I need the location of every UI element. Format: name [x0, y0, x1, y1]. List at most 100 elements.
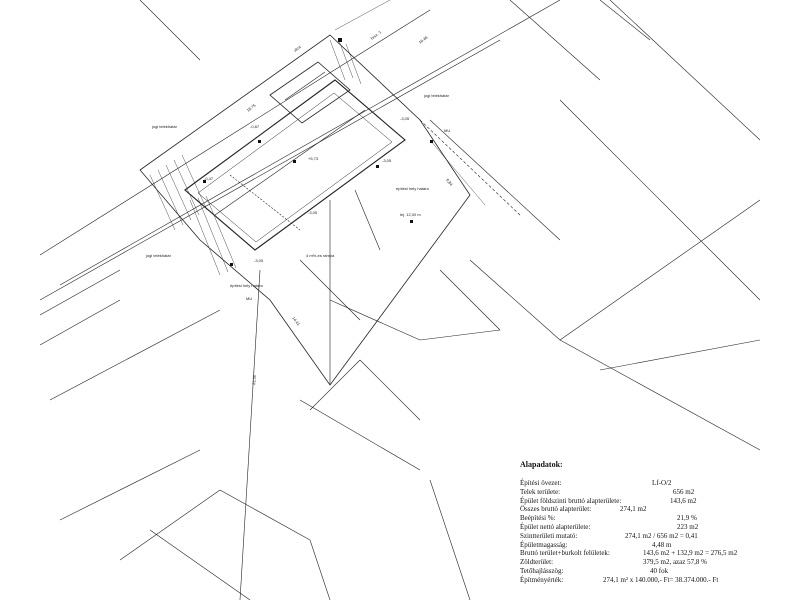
plot-line-14 [149, 529, 251, 600]
marker [230, 263, 233, 266]
plot-line-12 [419, 329, 501, 341]
data-row: Épületmagasság: 4,48 m [520, 541, 795, 550]
base-data-table: Alapadatok: Építési övezet: Lf-O/2 Telek … [520, 460, 795, 585]
mu-label-2: MU [246, 296, 252, 301]
plot-line-19 [299, 399, 421, 471]
data-row: Telek területe:656 m2 [520, 488, 795, 497]
plot-line-18 [59, 449, 201, 521]
data-label: Zöldterület: [520, 558, 554, 567]
building-footprint [184, 79, 406, 251]
plot-boundary [139, 34, 471, 386]
data-value: 143,6 m2 + 132,9 m2 = 276,5 m2 [643, 549, 738, 558]
data-value: Lf-O/2 [652, 479, 672, 487]
mu-label: MU [444, 128, 450, 133]
data-value: 379,5 m2, azaz 57,8 % [643, 558, 707, 567]
hrsz-label: hrsz. 1 [370, 29, 383, 41]
street-label: utca [293, 44, 303, 53]
data-label: Építési övezet: [520, 479, 562, 487]
data-row: Tetőhajlásszög: 40 fok [520, 567, 795, 576]
marker [338, 38, 342, 42]
distance-note: lej. 12,00 m [400, 212, 421, 217]
data-row: Szintterületi mutató: 274,1 m2 / 656 m2 =… [520, 532, 795, 541]
radial-line-4 [354, 189, 381, 251]
plot-line-15 [119, 489, 221, 561]
dimension-main-label: 18,75 [246, 102, 258, 113]
data-label: Bruttó terület+burkolt felületek: [520, 549, 610, 558]
marker [203, 180, 206, 183]
street-line-3 [39, 39, 501, 301]
data-row: Bruttó terület+burkolt felületek: 143,6 m… [520, 549, 795, 558]
data-value: 40 fok [650, 566, 669, 575]
marker [293, 160, 296, 163]
data-row: Építési övezet: Lf-O/2 [520, 479, 795, 488]
hatch-line [149, 174, 176, 231]
garage-line [284, 71, 326, 101]
hatch-line [165, 164, 192, 221]
data-label: Épület földszinti bruttó alapterülete: [520, 496, 622, 505]
data-label: Épületmagasság: [520, 540, 568, 549]
data-row: Épület nettó alapterülete: 223 m2 [520, 523, 795, 532]
street-line-4 [39, 269, 121, 316]
hatch-line [337, 37, 354, 79]
base-data-title: Alapadatok: [520, 460, 563, 469]
plot-line-5 [559, 99, 761, 301]
plot-line-1 [139, 0, 201, 61]
hatch-line [157, 169, 184, 226]
street-line-1 [39, 9, 431, 256]
dimension-line-right [429, 139, 486, 206]
data-value: 223 m2 [677, 522, 699, 531]
street-line-6 [49, 309, 221, 401]
data-label: Beépítési %: [520, 514, 556, 523]
building-line-note-2: építési hely határa [230, 283, 263, 288]
level-label-3: +5,73 [308, 156, 319, 161]
garage-block [269, 61, 351, 124]
marker [430, 140, 433, 143]
ramp-note: 4 m%-es rámpa [306, 253, 335, 258]
dimension-top-label: 16,46 [418, 34, 430, 45]
data-row: Építményérték:274,1 m² x 140.000,- Ft= 3… [520, 576, 795, 585]
setback-line [419, 119, 521, 216]
building-division [229, 174, 301, 231]
dimension-line-top [334, 0, 391, 31]
level-label-2: -3,05 [400, 116, 410, 121]
hatch-line [181, 154, 208, 211]
data-label: Összes bruttó alapterület: [520, 505, 592, 514]
data-label: Épület nettó alapterülete: [520, 522, 591, 531]
data-value: 274,1 m2 / 656 m2 = 0,41 [625, 531, 698, 540]
plot-line-22 [309, 359, 361, 411]
existing-boundary-label-1: jogi telekhatár [423, 93, 450, 98]
plot-line-17 [309, 539, 331, 600]
plot-line-13 [439, 269, 501, 331]
data-value: 274,1 m² x 140.000,- Ft= 38.374.000.- Ft [603, 575, 719, 584]
plot-line-8 [559, 199, 761, 341]
data-row: Zöldterület: 379,5 m2, azaz 57,8 % [520, 558, 795, 567]
data-value: 4,48 m [652, 540, 672, 549]
data-value: 143,6 m2 [670, 496, 697, 505]
plot-line-6 [609, 0, 761, 141]
data-label: Szintterületi mutató: [520, 531, 578, 540]
street-line-5 [39, 299, 121, 346]
plot-line-9 [559, 339, 761, 451]
plot-line-2 [509, 0, 601, 81]
data-label: Tetőhajlásszög: [520, 566, 564, 575]
existing-boundary-label-2: jogi telekhatár [151, 124, 178, 129]
hatch-line [189, 199, 221, 276]
level-label-6: -3,05 [254, 258, 264, 263]
data-value: 21,9 % [677, 514, 697, 523]
hatch-line [329, 39, 346, 81]
plot-line-11 [329, 299, 421, 341]
building-ridge [214, 109, 366, 216]
marker [258, 140, 261, 143]
marker [376, 165, 379, 168]
plot-line-10 [599, 339, 761, 371]
data-row: Épület földszinti bruttó alapterülete: 14… [520, 497, 795, 506]
dimension-lower-label: 22,50 [251, 374, 257, 385]
data-row: Összes bruttó alapterület:274,1 m2 [520, 505, 795, 514]
radial-line-2 [239, 269, 261, 600]
hatch-line [173, 159, 200, 216]
hatch-line [205, 195, 237, 269]
hatch-line [197, 197, 229, 273]
street-line-2 [59, 0, 561, 286]
